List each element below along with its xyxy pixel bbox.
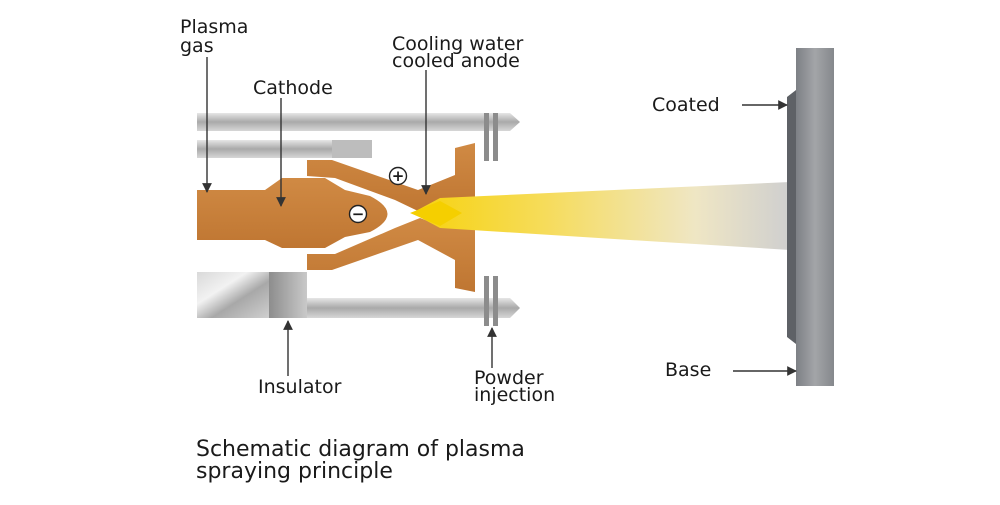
lower-rod bbox=[307, 298, 467, 318]
powder-port-lower bbox=[484, 276, 498, 326]
powder-injection-label-line2: injection bbox=[474, 384, 555, 406]
insulator-label: Insulator bbox=[258, 376, 342, 398]
anode-lower bbox=[307, 218, 475, 292]
base-label: Base bbox=[665, 359, 711, 381]
lower-nozzle-tip bbox=[459, 298, 520, 318]
plasma-gas-label-line2: gas bbox=[180, 35, 214, 57]
svg-text:+: + bbox=[392, 167, 405, 185]
cathode-body bbox=[197, 178, 388, 248]
upper-rod-second bbox=[197, 140, 332, 158]
coated-label: Coated bbox=[652, 94, 720, 116]
anode-label: Cooling water bbox=[392, 33, 524, 55]
lower-block-steel bbox=[197, 272, 269, 318]
powder-port-upper bbox=[484, 113, 498, 161]
upper-rod-connector bbox=[332, 140, 372, 158]
base-substrate bbox=[796, 48, 834, 386]
caption-line2: spraying principle bbox=[196, 459, 393, 484]
insulator-block bbox=[269, 272, 307, 318]
cathode-label: Cathode bbox=[253, 77, 333, 99]
lower-housing bbox=[197, 272, 520, 318]
coating-layer bbox=[787, 90, 796, 344]
plasma-gas-label: Plasma bbox=[180, 16, 248, 38]
upper-nozzle-tip bbox=[459, 113, 520, 131]
svg-text:−: − bbox=[352, 205, 365, 223]
upper-housing bbox=[197, 113, 520, 158]
anode-upper bbox=[307, 143, 475, 212]
anode-plus-symbol: + bbox=[388, 166, 408, 186]
upper-rod-top bbox=[197, 113, 459, 131]
plasma-flame-jet bbox=[412, 182, 790, 250]
plasma-flame-core bbox=[410, 201, 462, 226]
cathode-minus-symbol: − bbox=[348, 204, 368, 224]
anode-label-line2: cooled anode bbox=[392, 50, 520, 72]
powder-injection-label: Powder bbox=[474, 367, 544, 389]
caption-line1: Schematic diagram of plasma bbox=[196, 437, 525, 462]
